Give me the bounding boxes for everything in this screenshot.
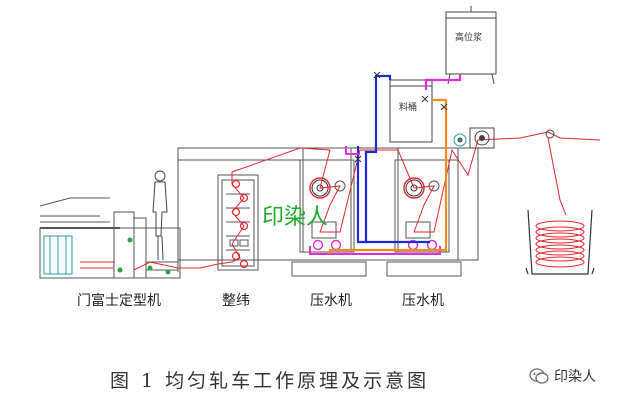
wechat-icon	[529, 368, 549, 384]
valve-icons	[354, 71, 448, 163]
stenter-machine	[39, 197, 181, 279]
padder-red-rollers	[309, 177, 438, 251]
high-level-tank-label: 高位浆	[455, 33, 483, 43]
top-roller-assembly	[453, 127, 555, 149]
fabric-drop	[547, 137, 567, 216]
return-pipe	[328, 98, 448, 254]
overflow-pipe	[424, 74, 462, 90]
batch-cart	[525, 209, 595, 275]
supply-pipe	[356, 74, 392, 244]
padder-2	[386, 147, 462, 277]
stenter-detail-marks	[117, 237, 171, 275]
fabric-path	[133, 131, 601, 271]
batch-coil	[535, 220, 585, 268]
feed-tank-label: 料桶	[399, 103, 418, 113]
weft-rollers	[231, 179, 249, 269]
operator-figure	[152, 170, 168, 261]
label-padder-2: 压水机	[402, 293, 444, 309]
brand-badge[interactable]: 印染人	[529, 366, 596, 386]
brand-name: 印染人	[554, 369, 596, 385]
figure-caption: 图 1 均匀轧车工作原理及示意图	[110, 370, 430, 392]
high-level-tank	[445, 6, 497, 85]
watermark-text: 印染人	[262, 205, 329, 230]
label-stenter: 门富士定型机	[77, 293, 161, 309]
label-weft-straightener: 整纬	[222, 293, 250, 309]
overflow-pipe-down	[345, 146, 360, 155]
weft-straightener-machine	[217, 174, 259, 271]
label-padder-1: 压水机	[310, 293, 352, 309]
